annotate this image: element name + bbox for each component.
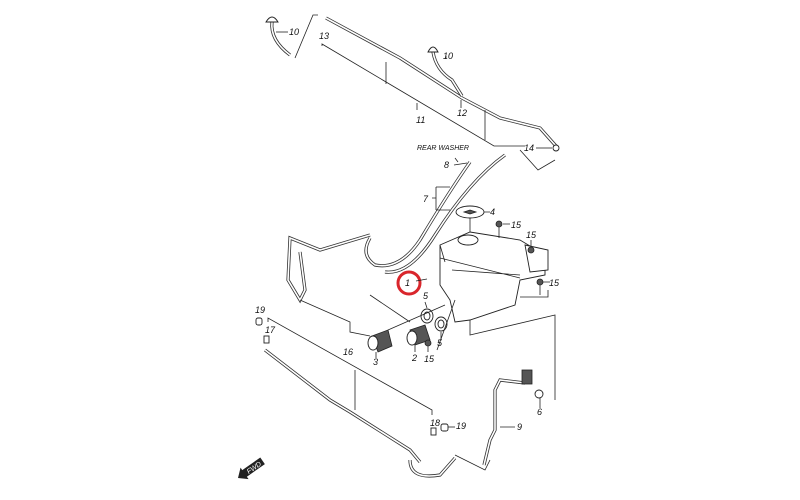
callout-15[interactable]: 15 — [424, 354, 435, 364]
callout-10[interactable]: 10 — [443, 51, 453, 61]
callout-18[interactable]: 18 — [430, 418, 440, 428]
rear-washer-note: REAR WASHER — [417, 145, 469, 152]
callout-2[interactable]: 2 — [411, 353, 417, 363]
callout-17[interactable]: 17 — [265, 325, 276, 335]
callout-4[interactable]: 4 — [490, 207, 495, 217]
washer-tank[interactable] — [439, 231, 549, 323]
callout-10[interactable]: 10 — [289, 27, 299, 37]
tank-cap[interactable] — [455, 205, 485, 219]
callout-19[interactable]: 19 — [255, 305, 265, 315]
callout-3[interactable]: 3 — [373, 357, 378, 367]
callout-1[interactable]: 1 — [405, 278, 410, 288]
bolt-15[interactable] — [527, 240, 535, 254]
clip-17[interactable] — [263, 335, 270, 344]
callout-14[interactable]: 14 — [524, 143, 534, 153]
seal-5[interactable] — [434, 316, 448, 332]
callout-7[interactable]: 7 — [423, 194, 429, 204]
callout-15[interactable]: 15 — [511, 220, 522, 230]
bolt-15[interactable] — [495, 220, 510, 238]
callout-6[interactable]: 6 — [537, 407, 542, 417]
clip-19[interactable] — [440, 423, 455, 432]
callout-9[interactable]: 9 — [517, 422, 522, 432]
callout-15[interactable]: 15 — [549, 278, 560, 288]
clip-18[interactable] — [430, 427, 437, 436]
fwd-label: FWD — [246, 461, 263, 476]
front-washer-hose-assembly[interactable] — [265, 16, 560, 152]
rear-washer-pump[interactable] — [482, 369, 544, 466]
pump-2[interactable] — [406, 324, 431, 346]
callout-15[interactable]: 15 — [526, 230, 537, 240]
callout-16[interactable]: 16 — [343, 347, 353, 357]
callout-19[interactable]: 19 — [456, 421, 466, 431]
callout-5[interactable]: 5 — [423, 291, 429, 301]
clip-19[interactable] — [255, 317, 263, 326]
rear-washer-hose-assembly[interactable] — [264, 348, 457, 478]
bolt-15[interactable] — [536, 278, 550, 295]
callout-5[interactable]: 5 — [437, 338, 443, 348]
callout-8[interactable]: 8 — [444, 160, 449, 170]
callout-11[interactable]: 11 — [416, 115, 425, 125]
callout-12[interactable]: 12 — [457, 108, 467, 118]
highlight-circle — [396, 270, 422, 296]
callout-13[interactable]: 13 — [319, 31, 329, 41]
bolt-15[interactable] — [424, 339, 432, 352]
callout-labels: 1 2 3 4 5 5 6 7 8 9 10 10 11 12 13 14 15… — [255, 27, 560, 432]
pump-3[interactable] — [367, 329, 393, 353]
seal-5[interactable] — [420, 308, 434, 324]
fwd-arrow-icon: FWD — [238, 457, 265, 480]
